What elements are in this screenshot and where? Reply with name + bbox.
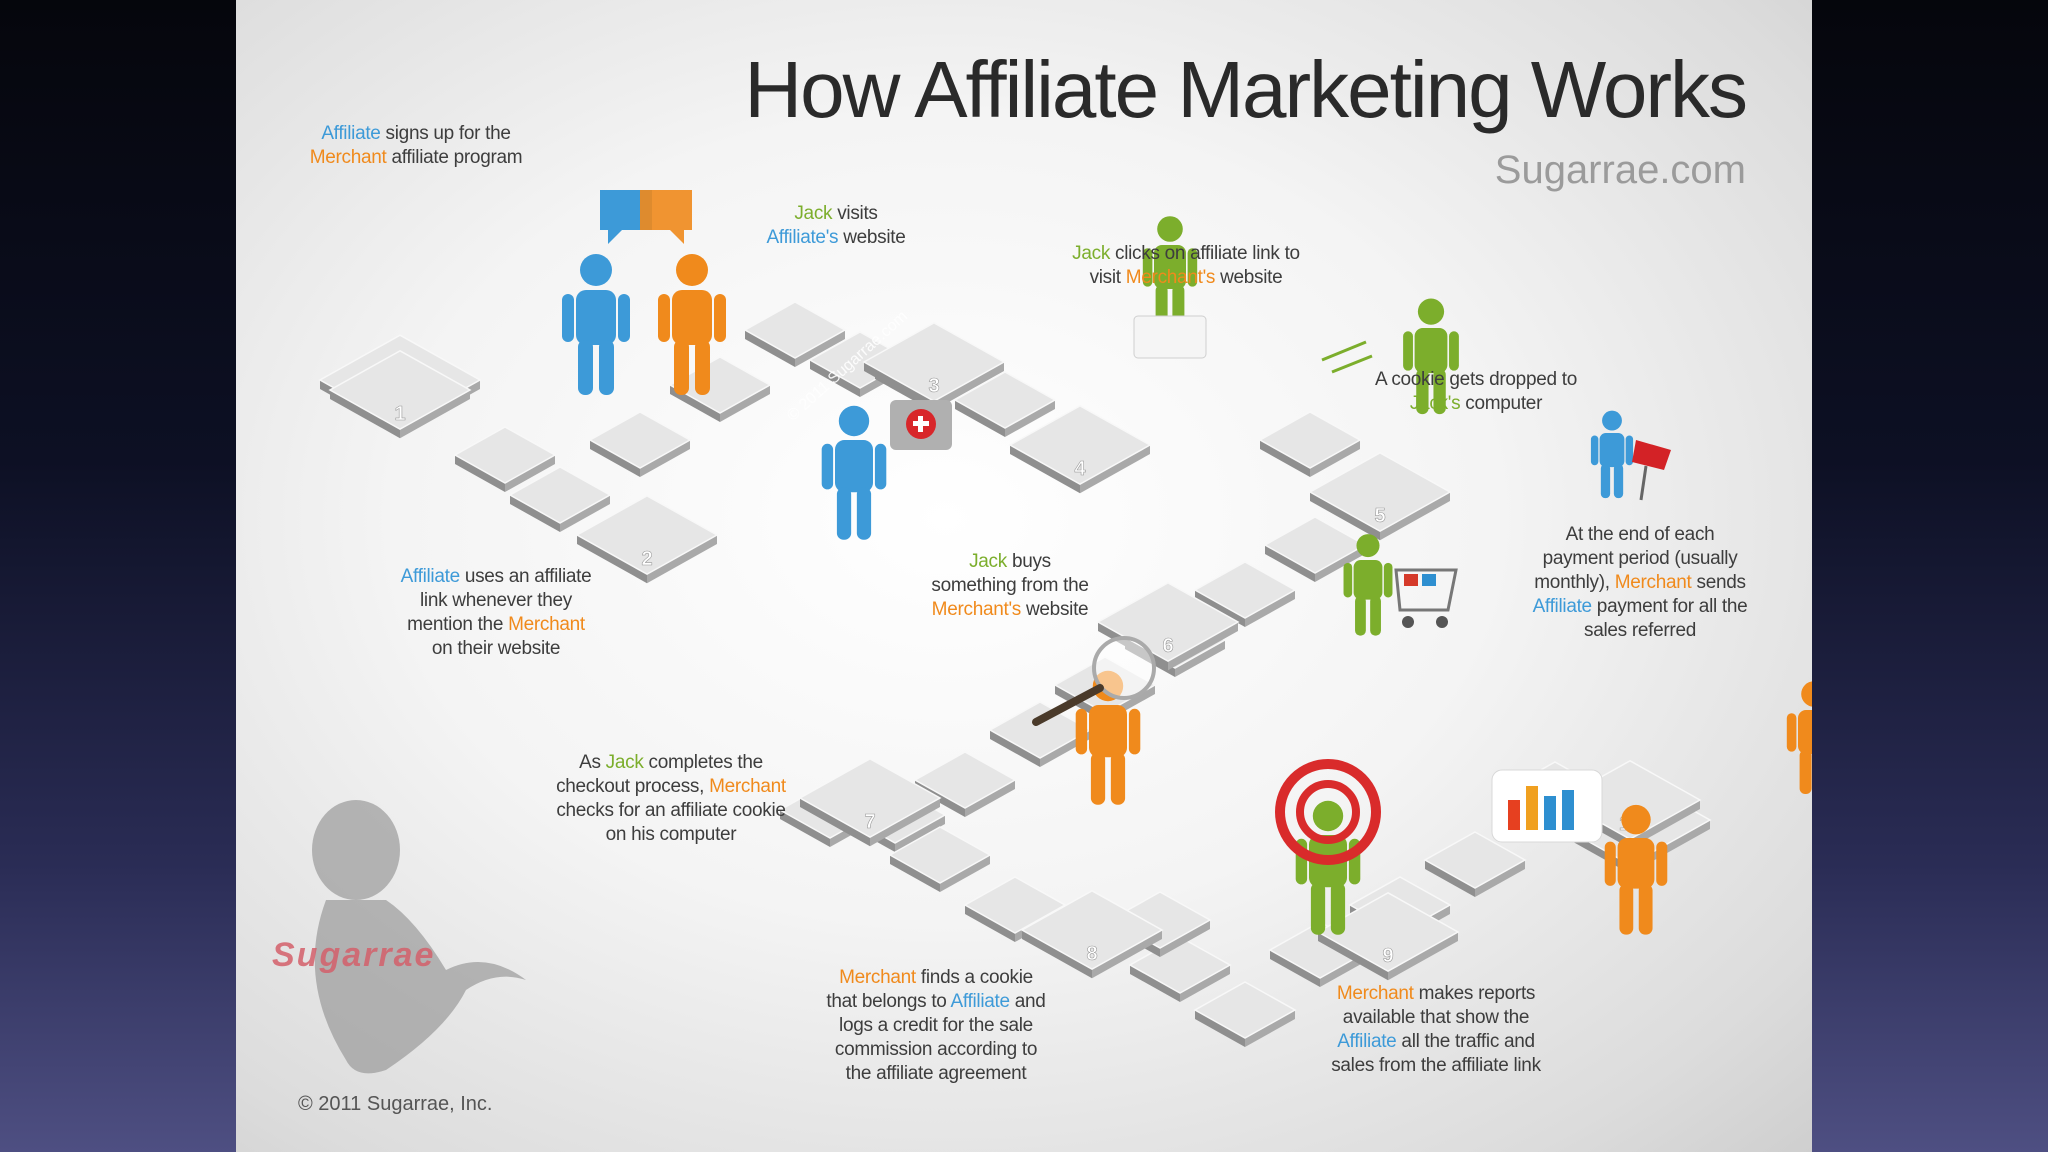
path-tile xyxy=(988,701,1092,767)
step-number: 3 xyxy=(928,375,939,397)
step-number: 7 xyxy=(864,811,875,833)
path-tile xyxy=(888,826,992,892)
step-number: 8 xyxy=(1086,943,1097,965)
caption-step-6: Jack buys something from the Merchant's … xyxy=(931,551,1089,620)
caption-step-5: A cookie gets dropped to Jack's computer xyxy=(1375,369,1577,414)
step-number: 5 xyxy=(1374,505,1385,527)
puzzle-piece-icon xyxy=(890,400,952,450)
push-pin-icon xyxy=(1632,440,1671,501)
running-man-icon xyxy=(1321,340,1373,374)
site-name: Sugarrae.com xyxy=(1494,148,1746,192)
step-number: 4 xyxy=(1074,458,1086,480)
caption-step-7: As Jack completes the checkout process, … xyxy=(556,752,786,845)
step-tile-4 xyxy=(1008,404,1152,494)
step-number: 2 xyxy=(641,548,652,570)
bar-chart-icon xyxy=(1491,769,1603,843)
caption-step-9: Merchant makes reports available that sh… xyxy=(1331,983,1541,1076)
path-tile xyxy=(588,411,692,477)
copyright: © 2011 Sugarrae, Inc. xyxy=(298,1093,493,1115)
page-title: How Affiliate Marketing Works xyxy=(744,45,1748,134)
speech-bubbles-icon xyxy=(600,190,692,244)
step-tile-8 xyxy=(1020,889,1164,979)
path-tile xyxy=(508,466,612,532)
silhouette-logo xyxy=(312,800,526,1074)
path-tile xyxy=(913,751,1017,817)
step-number: 6 xyxy=(1162,635,1173,657)
caption-step-4: Jack clicks on affiliate link to visit M… xyxy=(1072,243,1300,288)
laptop-icon xyxy=(1133,315,1207,359)
path-tile xyxy=(743,301,847,367)
affiliate-figure xyxy=(821,405,887,540)
step-number: 9 xyxy=(1382,945,1393,967)
jack-running-figure xyxy=(1403,298,1459,415)
step-tile-2 xyxy=(575,494,719,584)
merchant-figure xyxy=(1604,804,1668,935)
path-tile xyxy=(1263,516,1367,582)
caption-step-8: Merchant finds a cookie that belongs to … xyxy=(826,967,1046,1084)
path-tile xyxy=(453,426,557,492)
step-tile-9 xyxy=(1316,891,1460,981)
jack-figure xyxy=(1590,410,1634,499)
caption-step-10: At the end of each payment period (usual… xyxy=(1532,524,1748,641)
shopping-cart-icon xyxy=(1394,568,1458,628)
path-tile xyxy=(953,371,1057,437)
target-icon xyxy=(1275,759,1381,865)
merchant-figure xyxy=(658,254,726,395)
step-tile-7 xyxy=(798,757,942,847)
path-tile xyxy=(1193,981,1297,1047)
path-tile xyxy=(1423,831,1527,897)
merchant-figure xyxy=(1786,681,1812,794)
caption-step-2: Affiliate uses an affiliate link wheneve… xyxy=(400,566,592,659)
infographic-slide: 12345678910$ How Affiliate Marketing Wor… xyxy=(236,0,1812,1152)
jack-figure xyxy=(1343,534,1393,636)
board-path: 12345678910$ xyxy=(312,190,1812,1074)
brand-logo-text: Sugarrae xyxy=(272,936,436,974)
path-tile xyxy=(1193,561,1297,627)
step-number: 1 xyxy=(394,403,405,425)
caption-step-3: Jack visits Affiliate's website xyxy=(766,203,906,248)
caption-step-1: Affiliate signs up for the Merchant affi… xyxy=(309,123,523,168)
step-tile-3 xyxy=(862,321,1006,411)
step-tile-5 xyxy=(1308,451,1452,541)
affiliate-figure xyxy=(562,254,630,395)
path-tile xyxy=(1258,411,1362,477)
step-tile-1 xyxy=(328,349,472,439)
magnifying-glass-icon xyxy=(1032,636,1156,726)
